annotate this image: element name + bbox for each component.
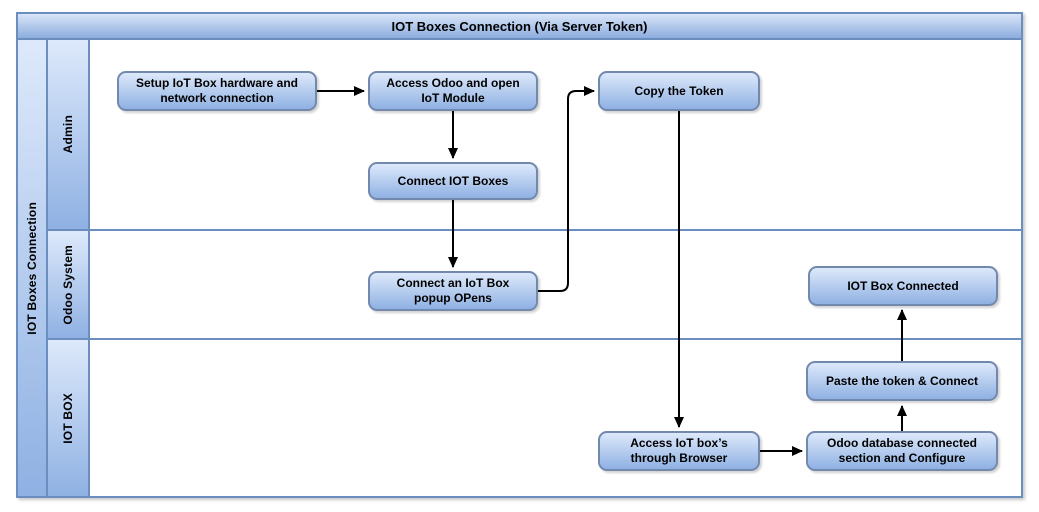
lane-content-admin xyxy=(90,40,1021,229)
node-access-browser: Access IoT box’s through Browser xyxy=(598,431,760,471)
lane-label-admin: Admin xyxy=(48,40,90,229)
node-popup-opens: Connect an IoT Box popup OPens xyxy=(368,271,538,311)
lane-row-admin: Admin xyxy=(48,40,1021,231)
lane-label-iot-box-text: IOT BOX xyxy=(61,392,75,444)
lane-label-iot-box: IOT BOX xyxy=(48,340,90,496)
node-connect-iot-boxes: Connect IOT Boxes xyxy=(368,162,538,200)
node-odoo-db-section: Odoo database connected section and Conf… xyxy=(806,431,998,471)
pool-label-text: IOT Boxes Connection xyxy=(25,201,39,335)
node-copy-token: Copy the Token xyxy=(598,71,760,111)
lane-label-odoo-system: Odoo System xyxy=(48,231,90,338)
node-paste-token: Paste the token & Connect xyxy=(806,361,998,401)
lane-label-admin-text: Admin xyxy=(61,115,75,154)
diagram-title: IOT Boxes Connection (Via Server Token) xyxy=(18,14,1021,40)
node-access-odoo: Access Odoo and open IoT Module xyxy=(368,71,538,111)
node-setup: Setup IoT Box hardware and network conne… xyxy=(117,71,317,111)
lane-label-odoo-system-text: Odoo System xyxy=(61,244,75,325)
node-iot-box-connected: IOT Box Connected xyxy=(808,266,998,306)
pool-label-cell: IOT Boxes Connection xyxy=(18,40,48,496)
